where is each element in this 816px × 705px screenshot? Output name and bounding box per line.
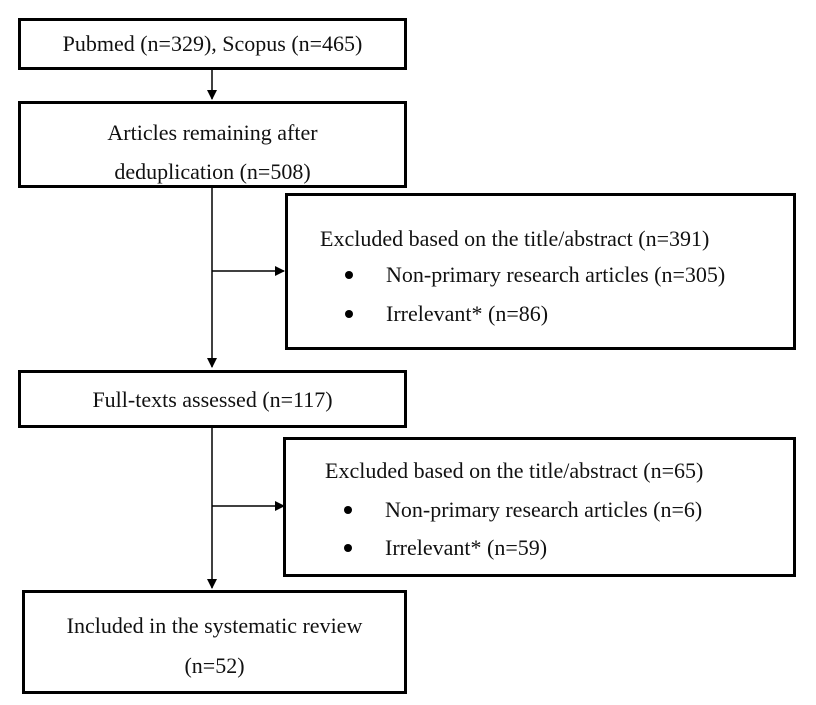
- bullet-icon: [345, 271, 353, 279]
- bullet-icon: [344, 544, 352, 552]
- deduplication-line2: deduplication (n=508): [114, 159, 311, 184]
- screening-exclusion-item: Irrelevant* (n=86): [386, 301, 549, 326]
- included-line1: Included in the systematic review: [66, 613, 363, 638]
- included-box: Included in the systematic review (n=52): [22, 590, 407, 694]
- screening-exclusion-box: Excluded based on the title/abstract (n=…: [285, 193, 796, 350]
- identification-text: Pubmed (n=329), Scopus (n=465): [62, 31, 363, 56]
- deduplication-box: Articles remaining after deduplication (…: [18, 101, 407, 188]
- bullet-icon: [345, 310, 353, 318]
- fulltext-exclusion-title: Excluded based on the title/abstract (n=…: [325, 458, 704, 483]
- fulltext-exclusion-item: Non-primary research articles (n=6): [385, 497, 703, 522]
- fulltext-exclusion-box: Excluded based on the title/abstract (n=…: [283, 437, 796, 577]
- screening-exclusion-item: Non-primary research articles (n=305): [386, 262, 726, 287]
- bullet-icon: [344, 506, 352, 514]
- fulltext-exclusion-item: Irrelevant* (n=59): [385, 535, 548, 560]
- screening-exclusion-title: Excluded based on the title/abstract (n=…: [320, 226, 710, 251]
- deduplication-line1: Articles remaining after: [107, 120, 318, 145]
- included-line2: (n=52): [184, 653, 245, 678]
- identification-box: Pubmed (n=329), Scopus (n=465): [18, 18, 407, 70]
- fulltext-text: Full-texts assessed (n=117): [92, 387, 333, 412]
- fulltext-box: Full-texts assessed (n=117): [18, 370, 407, 428]
